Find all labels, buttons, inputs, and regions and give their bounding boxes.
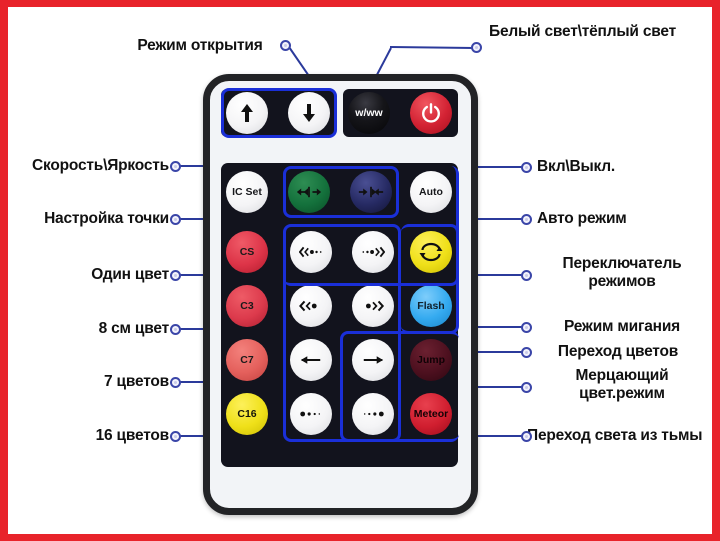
chevron-left-dot-icon: [299, 300, 317, 312]
expand-icon: [296, 186, 322, 198]
callout-label-mode-switch: Переключатель режимов: [562, 255, 682, 290]
remote-control-body: w/ww IC Set: [203, 74, 478, 515]
leader-line-mode-switch: [457, 274, 523, 276]
button-c16[interactable]: C16: [226, 393, 268, 435]
callout-dot-color-jump[interactable]: [521, 347, 532, 358]
button-rewind[interactable]: [290, 285, 332, 327]
button-expand[interactable]: [288, 171, 330, 213]
button-speed-down[interactable]: [288, 92, 330, 134]
button-meteor[interactable]: Meteor: [410, 393, 452, 435]
button-move-right[interactable]: [352, 339, 394, 381]
button-c3-label: C3: [240, 299, 254, 312]
callout-label-speed-brightness: Скорость\Яркость: [32, 157, 169, 174]
callout-label-on-off: Вкл\Выкл.: [537, 158, 616, 175]
button-forward-fast[interactable]: [352, 231, 394, 273]
callout-dot-on-off[interactable]: [521, 162, 532, 173]
button-c16-label: C16: [237, 407, 257, 420]
button-contract[interactable]: [350, 171, 392, 213]
power-icon: [422, 103, 440, 123]
leader-line-on-off: [457, 166, 523, 168]
callout-dot-speed-brightness[interactable]: [170, 161, 181, 172]
callout-label-point-setup: Настройка точки: [44, 210, 169, 227]
callout-dot-flash-mode[interactable]: [521, 322, 532, 333]
callout-label-sixteen-colors: 16 цветов: [95, 427, 170, 444]
button-ic-set[interactable]: IC Set: [226, 171, 268, 213]
callout-label-seven-colors: 7 цветов: [104, 373, 169, 390]
button-w-ww-label: w/ww: [355, 106, 383, 119]
callout-label-one-color: Один цвет: [91, 266, 169, 283]
double-chevron-left-dot-icon: [299, 246, 322, 258]
button-flash[interactable]: Flash: [410, 285, 452, 327]
callout-dot-open-mode[interactable]: [280, 40, 291, 51]
button-c7[interactable]: C7: [226, 339, 268, 381]
button-rewind-fast[interactable]: [290, 231, 332, 273]
callout-dot-one-color[interactable]: [170, 270, 181, 281]
button-trail-left[interactable]: [290, 393, 332, 435]
cycle-icon: [419, 242, 443, 262]
button-cs-label: CS: [239, 245, 255, 258]
button-w-ww[interactable]: w/ww: [348, 92, 390, 134]
diagram-canvas: Режим открытия Белый свет\тёплый свет Ск…: [8, 7, 712, 534]
arrow-left-icon: [300, 356, 321, 364]
callout-label-flash-mode: Режим мигания: [563, 318, 681, 335]
leader-line-meteor-mode: [457, 435, 523, 437]
dot-trail-left-icon: [300, 411, 321, 417]
callout-label-meteor-mode: Переход света из тьмы: [527, 427, 703, 444]
callout-dot-auto-mode[interactable]: [521, 214, 532, 225]
button-jump-label: Jump: [416, 353, 445, 366]
callout-dot-mode-switch[interactable]: [521, 270, 532, 281]
dot-trail-right-icon: [363, 411, 384, 417]
button-trail-right[interactable]: [352, 393, 394, 435]
callout-dot-white-warm[interactable]: [471, 42, 482, 53]
dot-double-chevron-right-icon: [362, 246, 385, 258]
button-auto[interactable]: Auto: [410, 171, 452, 213]
button-power[interactable]: [410, 92, 452, 134]
button-meteor-label: Meteor: [413, 407, 449, 420]
callout-label-auto-mode: Авто режим: [537, 210, 627, 227]
button-speed-up[interactable]: [226, 92, 268, 134]
leader-line-color-jump: [433, 351, 523, 353]
leader-line-flash-mode: [457, 326, 523, 328]
leader-line-flicker-mode: [457, 386, 523, 388]
callout-label-eight-cm-color: 8 см цвет: [98, 320, 170, 337]
button-forward[interactable]: [352, 285, 394, 327]
dot-chevron-right-icon: [365, 300, 385, 312]
callout-dot-point-setup[interactable]: [170, 214, 181, 225]
button-c3[interactable]: C3: [226, 285, 268, 327]
arrow-down-icon: [303, 104, 315, 122]
contract-icon: [358, 186, 384, 198]
callout-dot-seven-colors[interactable]: [170, 377, 181, 388]
callout-dot-meteor-mode[interactable]: [521, 431, 532, 442]
callout-label-open-mode: Режим открытия: [137, 37, 263, 54]
button-c7-label: C7: [240, 353, 254, 366]
callout-dot-eight-cm-color[interactable]: [170, 324, 181, 335]
button-move-left[interactable]: [290, 339, 332, 381]
callout-label-flicker-mode: Мерцающий цвет.режим: [575, 367, 669, 402]
button-jump[interactable]: Jump: [410, 339, 452, 381]
arrow-up-icon: [241, 104, 253, 122]
callout-dot-flicker-mode[interactable]: [521, 382, 532, 393]
callout-dot-sixteen-colors[interactable]: [170, 431, 181, 442]
callout-label-color-jump: Переход цветов: [557, 343, 679, 360]
leader-line-auto-mode: [457, 218, 523, 220]
button-mode-cycle[interactable]: [410, 231, 452, 273]
button-cs[interactable]: CS: [226, 231, 268, 273]
callout-label-white-warm: Белый свет\тёплый свет: [489, 23, 676, 40]
arrow-right-icon: [363, 356, 384, 364]
button-ic-set-label: IC Set: [232, 185, 262, 198]
button-flash-label: Flash: [417, 299, 445, 312]
button-auto-label: Auto: [419, 185, 443, 198]
